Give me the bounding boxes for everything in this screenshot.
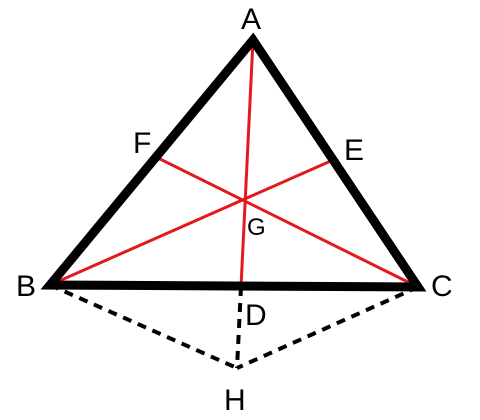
median-BE bbox=[49, 158, 334, 287]
label-C: C bbox=[431, 270, 453, 303]
label-H: H bbox=[224, 384, 246, 417]
segment-DH bbox=[235, 286, 243, 369]
label-G: G bbox=[247, 214, 266, 241]
segment-BH bbox=[49, 283, 238, 370]
segment-CH bbox=[236, 285, 419, 370]
label-E: E bbox=[344, 134, 364, 167]
label-F: F bbox=[133, 127, 151, 160]
median-AD bbox=[239, 39, 255, 288]
label-B: B bbox=[16, 270, 36, 303]
median-CF bbox=[157, 156, 419, 289]
label-D: D bbox=[245, 299, 267, 332]
label-A: A bbox=[241, 3, 261, 36]
triangle-ABC bbox=[40, 32, 427, 292]
